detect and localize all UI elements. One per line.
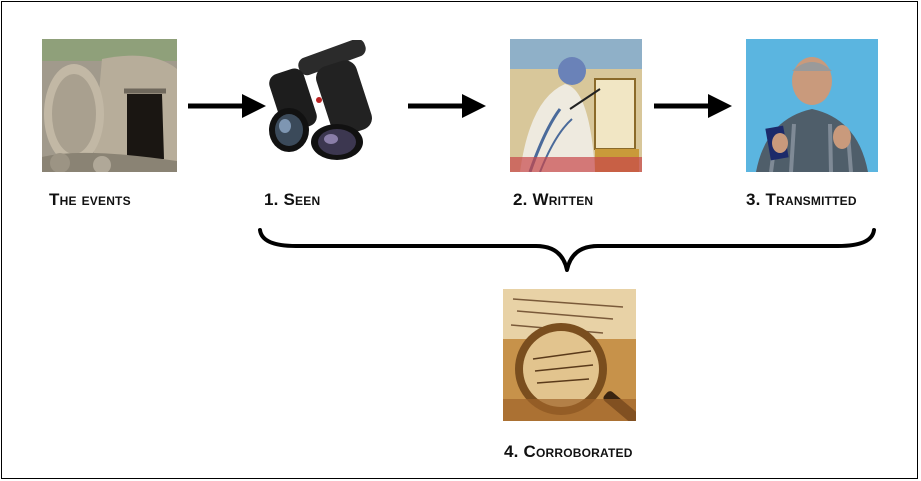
label-seen: 1. Seen (264, 190, 321, 209)
arrow-right-icon (654, 94, 732, 118)
label-corroborated: 4. Corroborated (504, 442, 633, 461)
label-written: 2. Written (513, 190, 594, 209)
tomb-image (42, 39, 177, 172)
magnifying-glass-image (503, 289, 636, 421)
label-transmitted: 3. Transmitted (746, 190, 857, 209)
arrow-right-icon (188, 94, 266, 118)
speaker-image (746, 39, 878, 172)
label-the-events: The events (49, 190, 131, 209)
curly-brace (258, 228, 876, 272)
binoculars-image (267, 40, 377, 162)
arrow-right-icon (408, 94, 486, 118)
scribe-image (510, 39, 642, 172)
